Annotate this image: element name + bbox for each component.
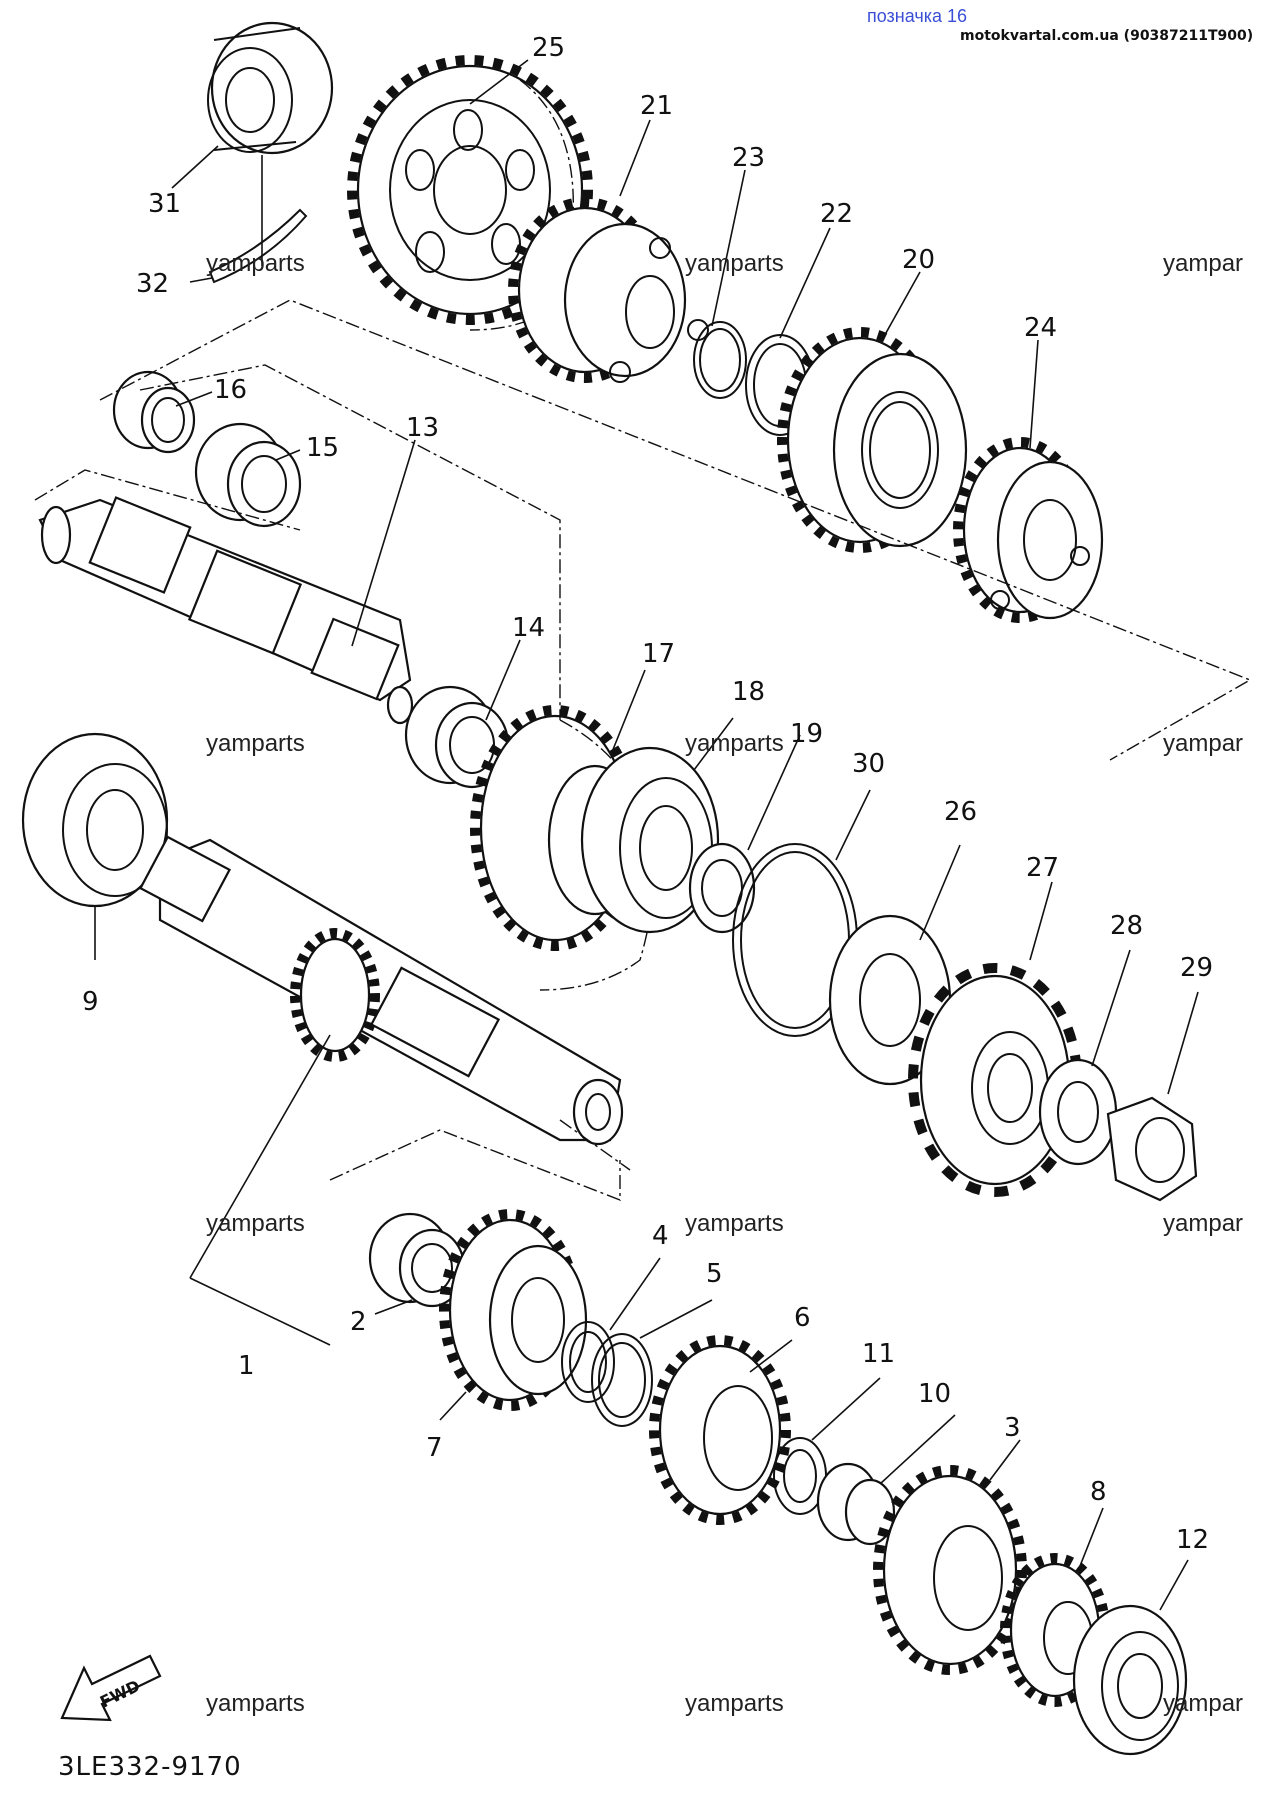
leader-lines — [94, 59, 1199, 1611]
part-21-gear — [508, 197, 709, 383]
part-4-washer — [561, 1321, 615, 1403]
callout-1: 1 — [238, 1351, 255, 1381]
diagram-code: 3LE332-9170 — [58, 1752, 242, 1782]
callout-21: 21 — [640, 91, 673, 121]
part-6-gear — [649, 1335, 791, 1525]
callout-6: 6 — [794, 1303, 811, 1333]
callout-27: 27 — [1026, 853, 1059, 883]
part-19-collar — [688, 842, 756, 934]
callout-11: 11 — [862, 1339, 895, 1369]
callout-20: 20 — [902, 245, 935, 275]
callout-22: 22 — [820, 199, 853, 229]
part-28-lock-washer — [1038, 1058, 1118, 1166]
part-23-circlip — [693, 321, 747, 399]
part-5-circlip — [591, 1333, 653, 1427]
callout-7: 7 — [426, 1433, 443, 1463]
callout-15: 15 — [306, 433, 339, 463]
callout-29: 29 — [1180, 953, 1213, 983]
callout-17: 17 — [642, 639, 675, 669]
callout-10: 10 — [918, 1379, 951, 1409]
callout-31: 31 — [148, 189, 181, 219]
part-13-main-axle — [38, 496, 414, 725]
callout-8: 8 — [1090, 1477, 1107, 1507]
callout-18: 18 — [732, 677, 765, 707]
callout-24: 24 — [1024, 313, 1057, 343]
callout-23: 23 — [732, 143, 765, 173]
callout-32: 32 — [136, 269, 169, 299]
watermark: yamparts — [206, 730, 305, 757]
header-site: motokvartal.com.ua (90387211T900) — [960, 28, 1254, 44]
fwd-arrow-icon: FWD — [60, 1654, 162, 1722]
part-20-gear — [777, 327, 968, 553]
watermark: yamparts — [206, 250, 305, 277]
callout-30: 30 — [852, 749, 885, 779]
watermark: yampar — [1163, 1210, 1244, 1237]
watermark: yamparts — [206, 1690, 305, 1717]
callout-numbers: 31 32 25 21 23 22 20 24 16 15 13 14 17 1… — [82, 33, 1213, 1555]
watermark: yampar — [1163, 730, 1244, 757]
assembly-outlines — [34, 299, 1252, 1202]
watermark: yamparts — [206, 1210, 305, 1237]
callout-16: 16 — [214, 375, 247, 405]
watermark: yampar — [1163, 250, 1244, 277]
watermark: yamparts — [685, 1690, 784, 1717]
part-29-nut — [1106, 1096, 1198, 1202]
part-15-bush — [194, 422, 302, 528]
part-18-bearing — [580, 746, 720, 934]
watermark: yamparts — [685, 250, 784, 277]
callout-19: 19 — [790, 719, 823, 749]
header-label: позначка 16 — [866, 6, 967, 26]
part-12-bearing — [1072, 1604, 1188, 1756]
part-7-gear — [439, 1209, 588, 1411]
part-16-bush — [112, 370, 196, 454]
callout-2: 2 — [350, 1307, 367, 1337]
callout-28: 28 — [1110, 911, 1143, 941]
part-drive-axle — [138, 835, 624, 1146]
callout-3: 3 — [1004, 1413, 1021, 1443]
part-3-gear — [873, 1465, 1027, 1675]
watermark: yamparts — [685, 730, 784, 757]
callout-14: 14 — [512, 613, 545, 643]
callout-25: 25 — [532, 33, 565, 63]
callout-5: 5 — [706, 1259, 723, 1289]
callout-12: 12 — [1176, 1525, 1209, 1555]
callout-9: 9 — [82, 987, 99, 1017]
part-24-gear — [953, 437, 1104, 623]
watermark: yampar — [1163, 1690, 1244, 1717]
part-32-circlip — [208, 208, 308, 284]
callout-26: 26 — [944, 797, 977, 827]
callout-13: 13 — [406, 413, 439, 443]
watermark: yamparts — [685, 1210, 784, 1237]
part-9-bearing — [21, 732, 169, 908]
part-31-bearing — [207, 21, 334, 155]
callout-4: 4 — [652, 1221, 669, 1251]
